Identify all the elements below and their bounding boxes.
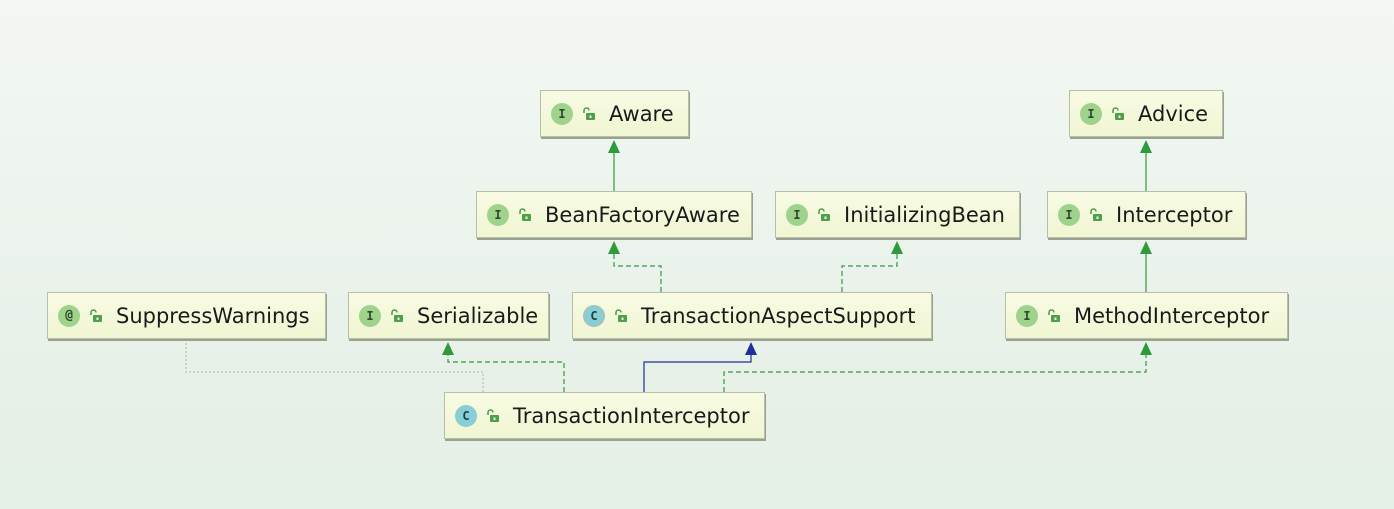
node-transactioninterceptor[interactable]: C TransactionInterceptor [444,392,765,439]
edge-aspectsupport-to-beanfactoryaware [608,241,662,292]
node-initializingbean[interactable]: I InitializingBean [775,191,1020,238]
node-advice[interactable]: I Advice [1069,90,1223,137]
node-label: MethodInterceptor [1074,303,1270,328]
node-label: TransactionInterceptor [513,403,750,428]
edge-interceptor-to-advice [1140,140,1152,191]
node-suppresswarnings[interactable]: @ SuppressWarnings [47,292,326,339]
interface-icon: I [487,203,509,226]
node-label: Serializable [417,303,539,328]
node-transactionaspectsupport[interactable]: C TransactionAspectSupport [572,292,932,339]
abstract-class-icon: C [583,304,605,327]
node-label: Interceptor [1116,202,1233,227]
edge-suppresswarnings-annotation [185,343,484,392]
node-serializable[interactable]: I Serializable [348,292,549,339]
unlock-icon [583,106,595,120]
node-label: Aware [609,101,674,126]
node-label: TransactionAspectSupport [641,303,916,328]
node-interceptor[interactable]: I Interceptor [1047,191,1246,238]
unlock-icon [519,207,531,221]
class-icon: C [455,404,477,427]
node-aware[interactable]: I Aware [540,90,689,137]
edge-aspectsupport-to-initializingbean [841,241,903,292]
edge-beanfactoryaware-to-aware [608,140,620,191]
interface-icon: I [786,203,808,226]
unlock-icon [1090,207,1102,221]
unlock-icon [1112,106,1124,120]
interface-icon: I [1058,203,1080,226]
node-label: SuppressWarnings [116,303,310,328]
unlock-icon [1048,308,1060,322]
unlock-icon [391,308,403,322]
node-methodinterceptor[interactable]: I MethodInterceptor [1005,292,1288,339]
unlock-icon [615,308,627,322]
interface-icon: I [359,304,381,327]
unlock-icon [90,308,102,322]
interface-icon: I [551,102,573,125]
node-label: InitializingBean [844,202,1005,227]
edge-transactioninterceptor-extends-aspectsupport [643,342,757,392]
unlock-icon [487,408,499,422]
unlock-icon [818,207,830,221]
node-label: Advice [1138,101,1209,126]
interface-icon: I [1080,102,1102,125]
node-beanfactoryaware[interactable]: I BeanFactoryAware [476,191,752,238]
edge-methodinterceptor-to-interceptor [1140,241,1152,292]
interface-icon: I [1016,304,1038,327]
edge-transactioninterceptor-to-methodinterceptor [723,342,1152,392]
annotation-icon: @ [58,304,80,327]
node-label: BeanFactoryAware [545,202,740,227]
edge-transactioninterceptor-to-serializable [442,342,565,392]
